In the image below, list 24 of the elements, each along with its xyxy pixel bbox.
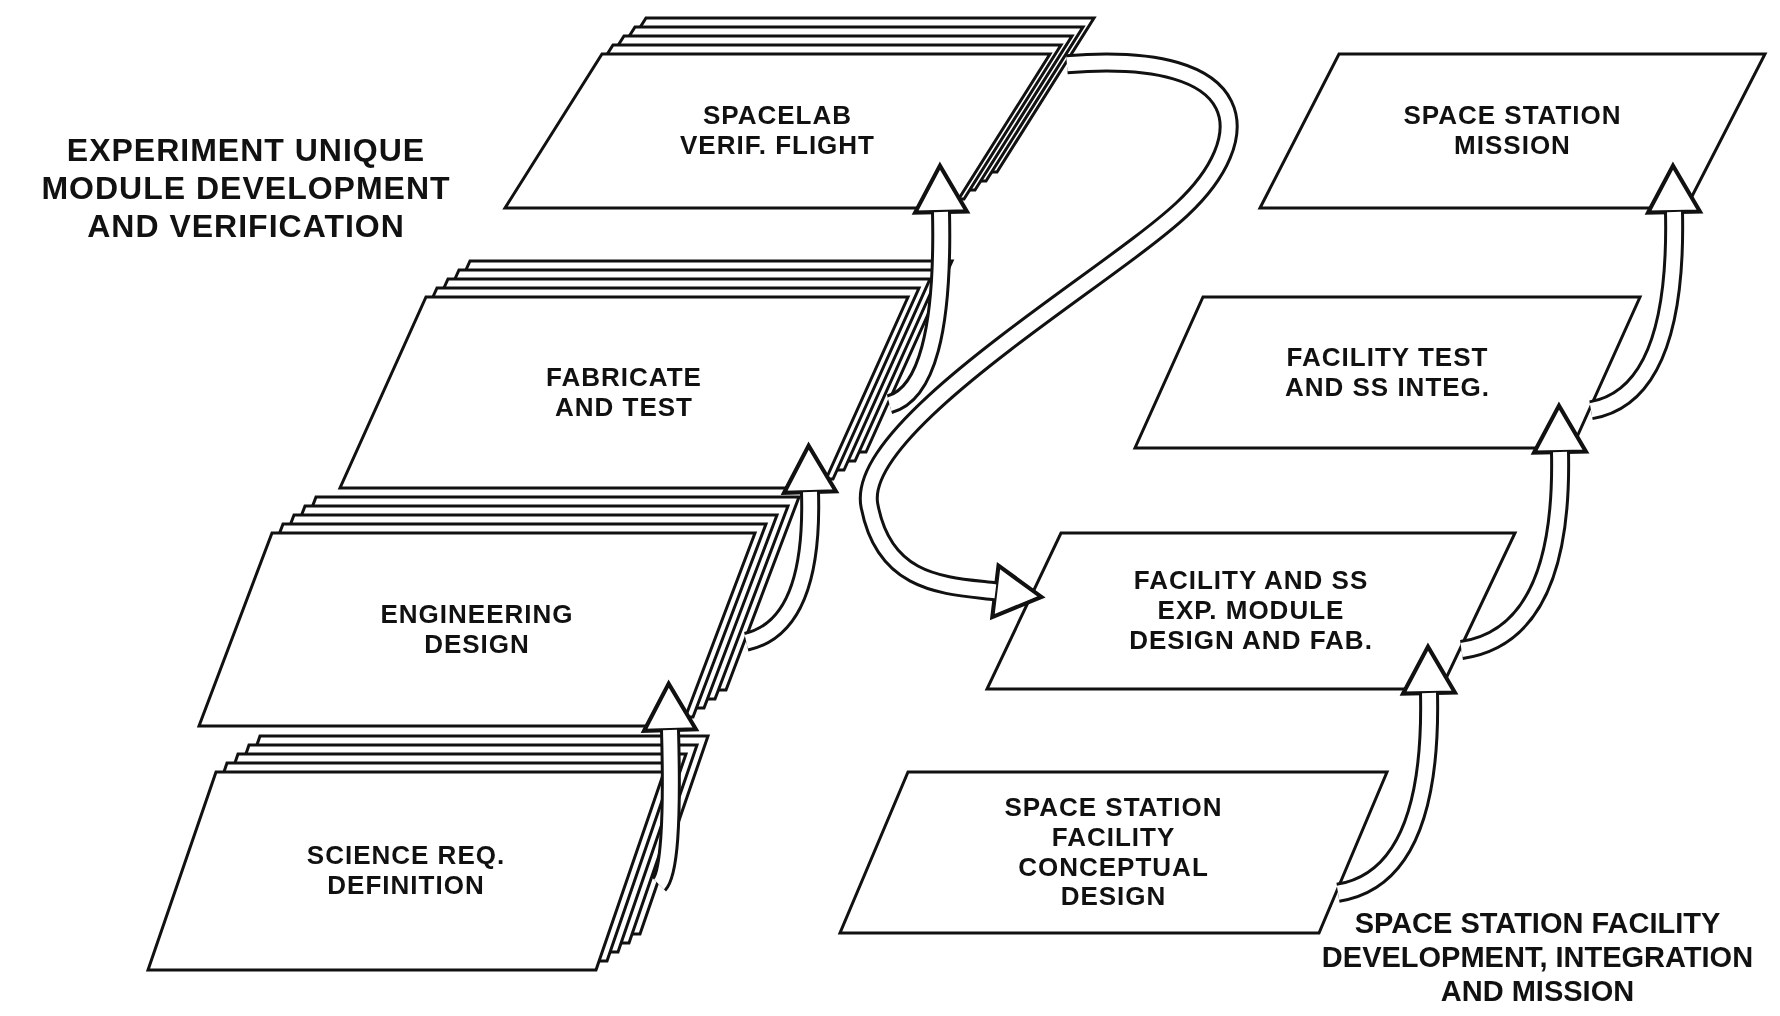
- step-label: ENGINEERING DESIGN: [379, 599, 575, 660]
- hollow-arrow: [743, 443, 838, 652]
- group-heading: SPACE STATION FACILITY DEVELOPMENT, INTEGRATION AND MISSION: [1320, 906, 1755, 1009]
- step-label: SPACE STATION MISSION: [1402, 101, 1623, 161]
- stacked-process-card: [340, 261, 952, 488]
- step-label: FACILITY TEST AND SS INTEG.: [1283, 342, 1492, 403]
- process-card: [1260, 54, 1765, 208]
- hollow-arrow: [1588, 163, 1702, 420]
- stacked-process-card: [199, 497, 799, 726]
- step-label: SCIENCE REQ. DEFINITION: [305, 841, 507, 901]
- process-card: [1135, 297, 1640, 448]
- stacked-process-card: [505, 18, 1094, 208]
- step-label: SPACE STATION FACILITY CONCEPTUAL DESIGN: [1003, 792, 1224, 913]
- process-card: [987, 533, 1515, 689]
- step-label: SPACELAB VERIF. FLIGHT: [679, 101, 876, 161]
- hollow-arrow: [885, 163, 969, 414]
- stacked-process-card: [148, 736, 708, 970]
- hollow-arrow: [642, 681, 698, 891]
- hollow-arrow: [859, 52, 1239, 620]
- step-label: FABRICATE AND TEST: [545, 362, 703, 423]
- group-heading: EXPERIMENT UNIQUE MODULE DEVELOPMENT AND VERIFICATION: [40, 132, 452, 246]
- hollow-arrow: [1335, 644, 1457, 903]
- hollow-arrow: [1459, 403, 1588, 660]
- step-label: FACILITY AND SS EXP. MODULE DESIGN AND FAB.: [1128, 566, 1374, 656]
